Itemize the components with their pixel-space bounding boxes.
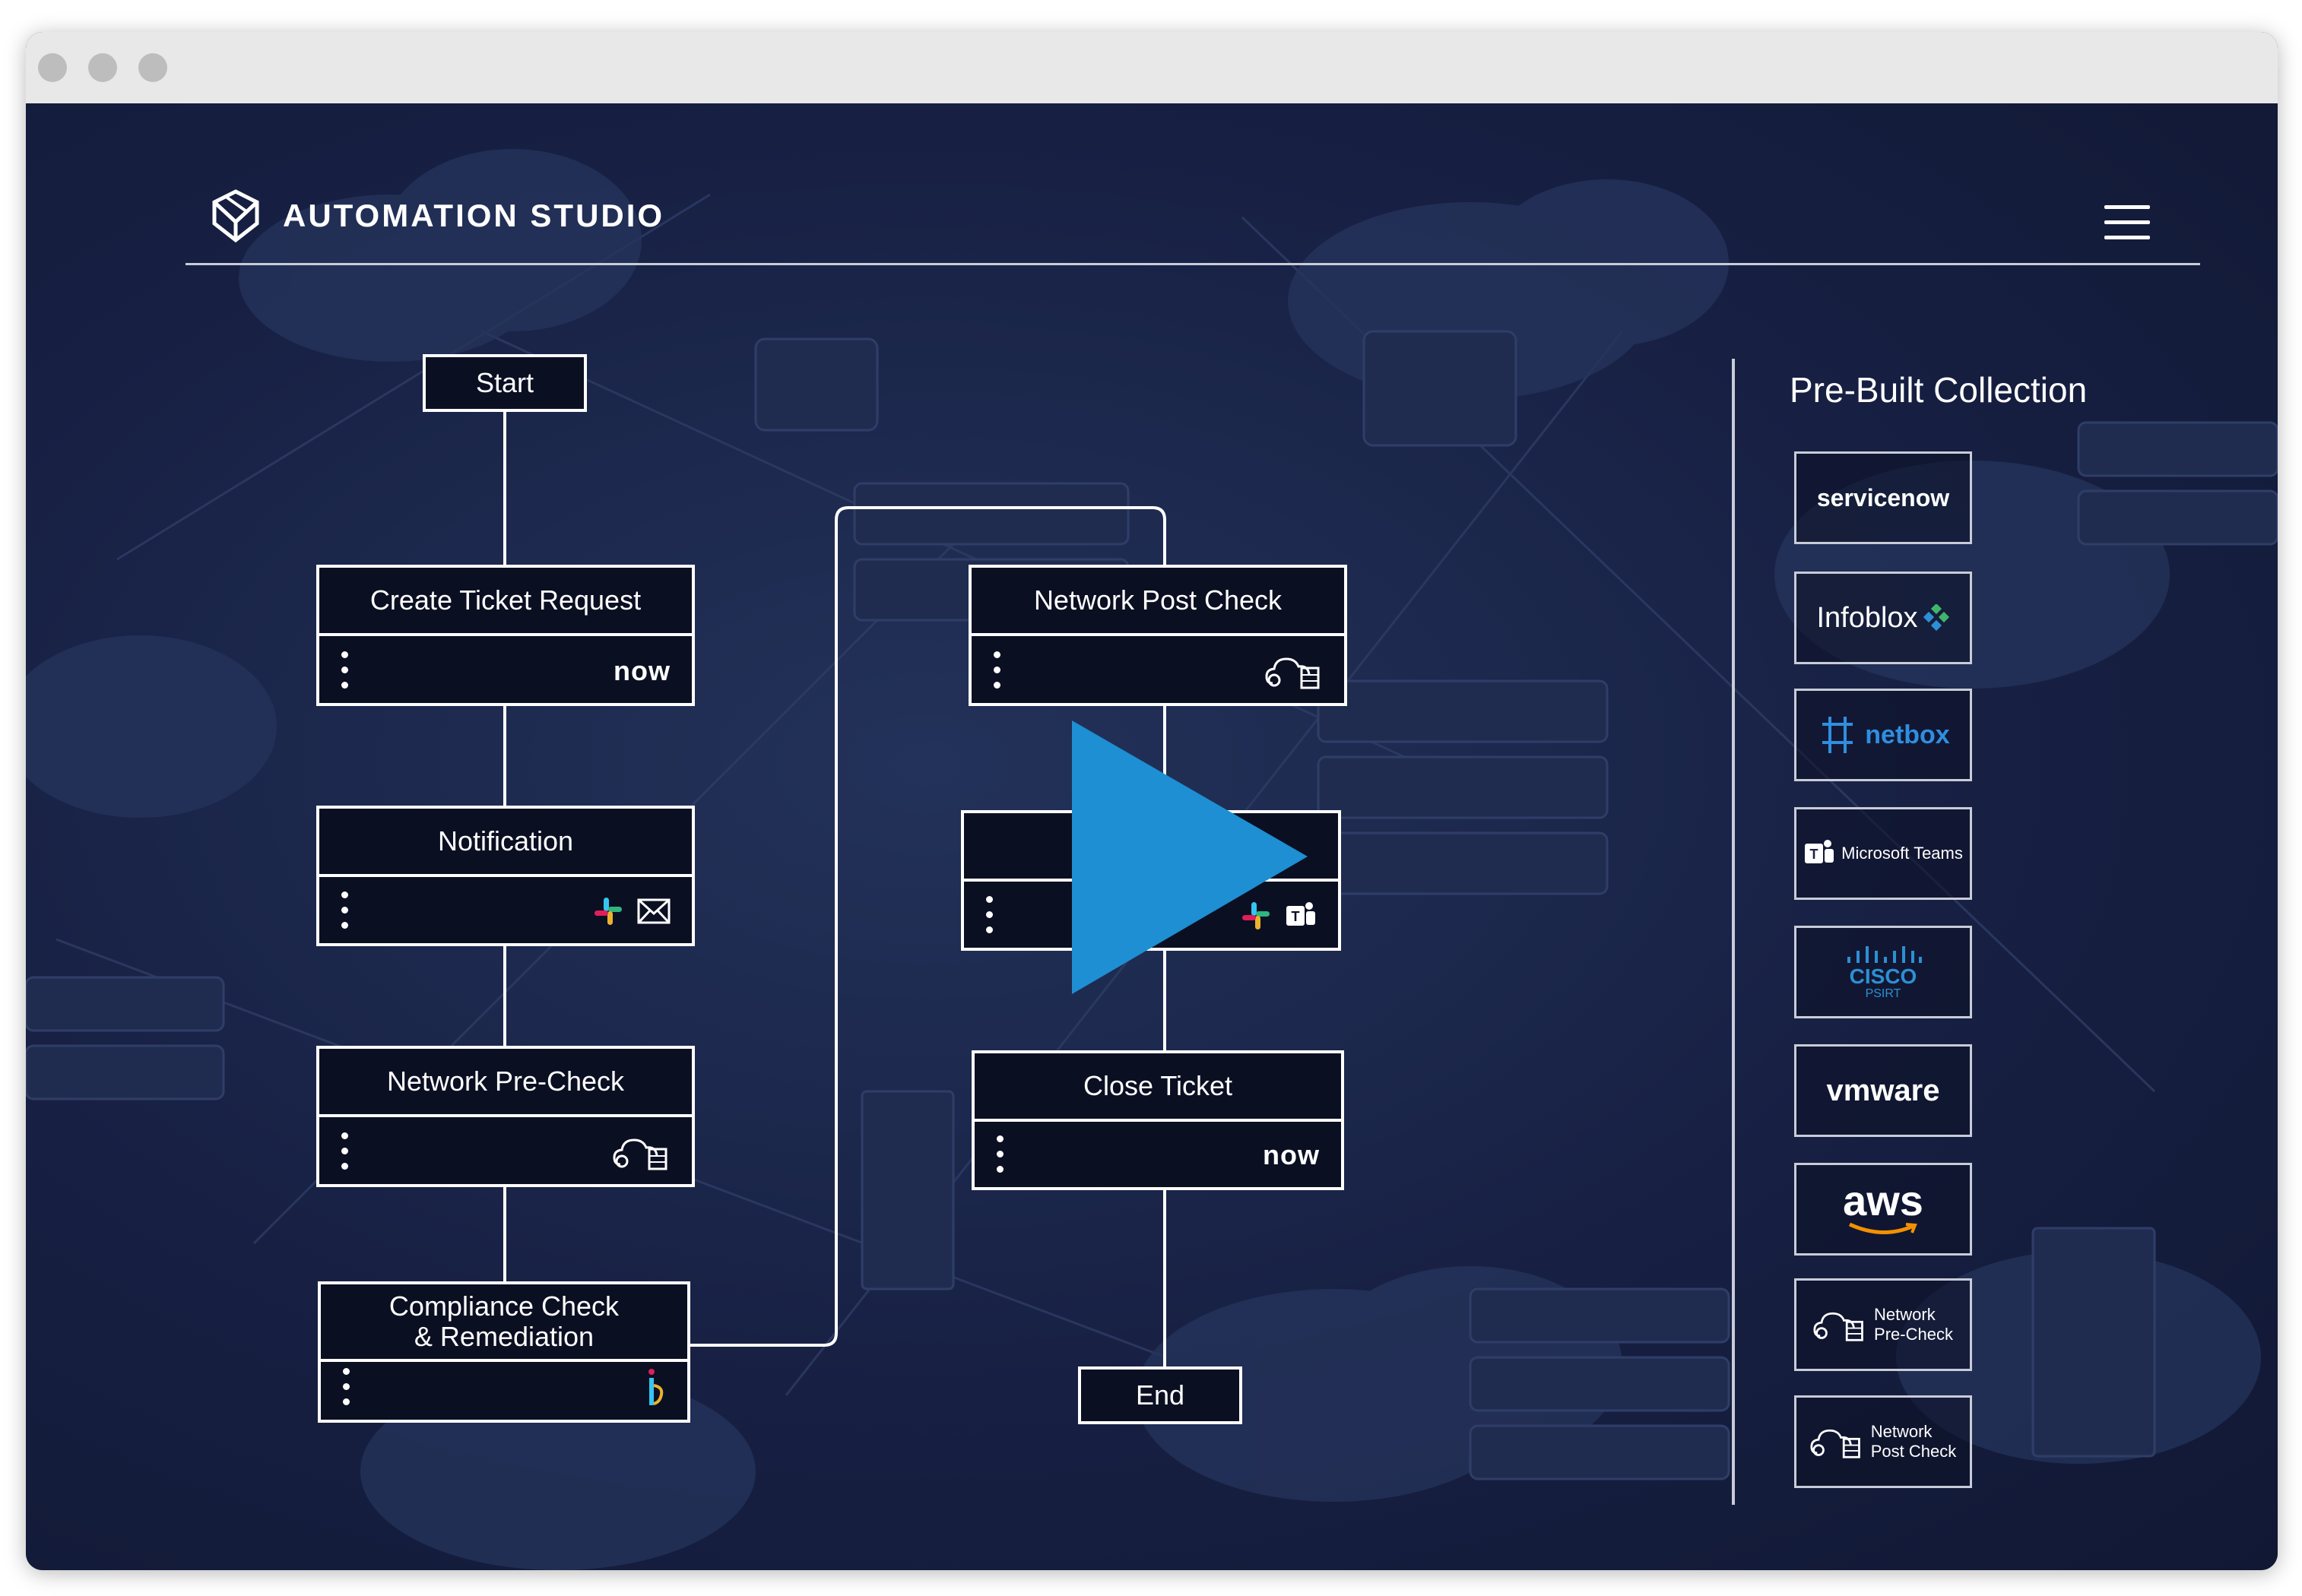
collection-item-cisco-psirt[interactable]: CISCO PSIRT (1794, 926, 1972, 1018)
slack-icon (595, 898, 622, 925)
node-menu-button[interactable] (994, 1135, 1005, 1173)
itential-icon (648, 1369, 664, 1405)
flow-node-compliance-check[interactable]: Compliance Check & Remediation (318, 1281, 690, 1423)
flow-node-network-post-check[interactable]: Network Post Check (969, 565, 1347, 706)
node-title: Compliance Check & Remediation (321, 1284, 687, 1362)
play-video-button[interactable] (1069, 717, 1312, 999)
collection-item-network-post-check[interactable]: Network Post Check (1794, 1395, 1972, 1488)
collection-item-infoblox[interactable]: Infoblox (1794, 572, 1972, 664)
svg-text:T: T (1810, 847, 1818, 862)
flow-node-create-ticket[interactable]: Create Ticket Request now (316, 565, 695, 706)
servicenow-now-icon: now (1263, 1139, 1320, 1170)
node-menu-button[interactable] (984, 896, 994, 934)
infoblox-logo: Infoblox (1816, 601, 1918, 634)
brand[interactable]: AUTOMATION STUDIO (208, 188, 664, 243)
collection-item-netbox[interactable]: netbox (1794, 689, 1972, 781)
node-menu-button[interactable] (339, 651, 350, 689)
flow-node-close-ticket[interactable]: Close Ticket now (972, 1050, 1344, 1190)
collection-item-microsoft-teams[interactable]: T Microsoft Teams (1794, 807, 1972, 900)
collection-item-network-pre-check[interactable]: Network Pre-Check (1794, 1278, 1972, 1371)
window-close-dot[interactable] (38, 53, 67, 82)
collection-item-label: Network Post Check (1870, 1422, 1957, 1461)
window-minimize-dot[interactable] (88, 53, 117, 82)
end-node[interactable]: End (1078, 1366, 1242, 1424)
servicenow-now-icon: now (614, 655, 671, 686)
node-title: Network Pre-Check (319, 1049, 692, 1117)
cisco-bars-icon (1847, 946, 1922, 963)
cloud-server-icon (613, 1138, 667, 1170)
header-divider (185, 263, 2200, 265)
infoblox-diamond-icon (1923, 604, 1949, 632)
vmware-logo: vmware (1826, 1073, 1940, 1107)
flow-node-notification[interactable]: Notification (316, 806, 695, 946)
email-icon (637, 898, 671, 924)
automation-studio-canvas: AUTOMATION STUDIO Start End Create Ticke (26, 103, 2278, 1570)
collection-item-label: Network Pre-Check (1874, 1305, 1953, 1344)
collection-item-servicenow[interactable]: servicenow (1794, 451, 1972, 544)
flow-node-network-pre-check[interactable]: Network Pre-Check (316, 1046, 695, 1187)
brand-title: AUTOMATION STUDIO (283, 198, 665, 233)
cisco-logo: CISCO (1849, 964, 1917, 988)
collection-item-vmware[interactable]: vmware (1794, 1044, 1972, 1137)
svg-text:T: T (1292, 909, 1300, 924)
aws-smile-icon (1848, 1222, 1917, 1234)
node-title: Notification (319, 809, 692, 877)
browser-window: AUTOMATION STUDIO Start End Create Ticke (26, 32, 2278, 1570)
cloud-server-icon (1813, 1312, 1863, 1341)
start-node[interactable]: Start (423, 354, 587, 412)
automation-studio-logo-icon (212, 189, 259, 243)
node-menu-button[interactable] (341, 1368, 351, 1406)
cloud-server-icon (1810, 1429, 1860, 1458)
node-title: Network Post Check (972, 568, 1344, 636)
aws-logo: aws (1843, 1176, 1923, 1224)
teams-icon: T (1286, 902, 1315, 926)
teams-logo: T (1805, 840, 1834, 863)
hamburger-menu-button[interactable] (2104, 205, 2150, 242)
sidebar-divider (1732, 359, 1735, 1505)
node-title: Close Ticket (975, 1053, 1341, 1122)
collection-item-aws[interactable]: aws (1794, 1163, 1972, 1256)
teams-label: Microsoft Teams (1841, 844, 1963, 863)
netbox-logo-icon (1822, 717, 1853, 753)
window-maximize-dot[interactable] (138, 53, 167, 82)
node-menu-button[interactable] (991, 651, 1002, 689)
cisco-sublabel: PSIRT (1865, 987, 1901, 1000)
node-menu-button[interactable] (339, 891, 350, 929)
node-title: Create Ticket Request (319, 568, 692, 636)
slack-icon (1242, 902, 1270, 929)
sidebar-title: Pre-Built Collection (1790, 370, 2088, 410)
netbox-logo: netbox (1865, 720, 1950, 749)
window-titlebar (26, 32, 2278, 103)
servicenow-logo: servicenow (1816, 483, 1950, 511)
cloud-server-icon (1265, 657, 1320, 689)
node-menu-button[interactable] (339, 1132, 350, 1170)
